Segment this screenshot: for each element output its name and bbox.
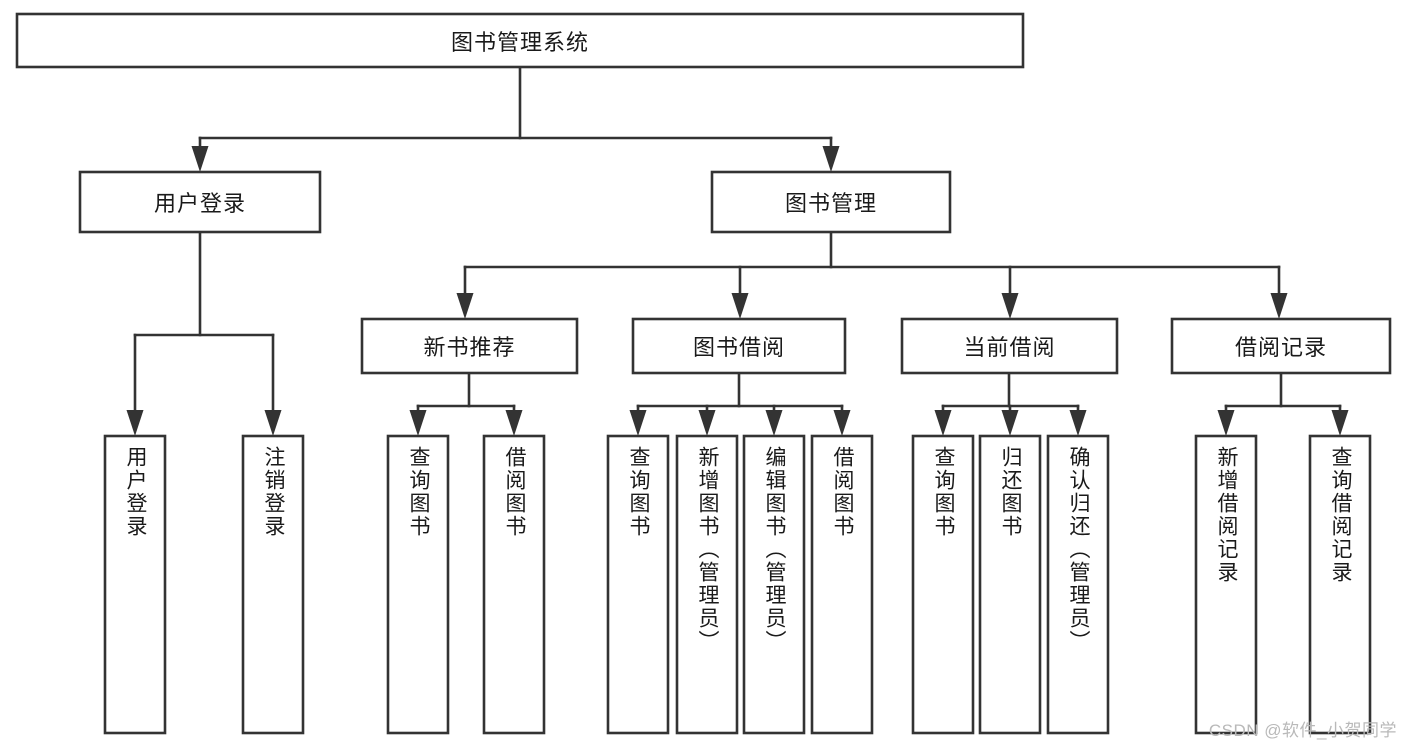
connector-borrow-to-leaves xyxy=(629,371,851,436)
node-box-leaf-query-book-current[interactable] xyxy=(911,434,975,735)
node-box-leaf-query-borrow-record[interactable] xyxy=(1308,434,1372,735)
arrow-head-3 xyxy=(833,410,851,436)
node-box-leaf-query-book-rec[interactable] xyxy=(386,434,450,735)
arrow-head-0 xyxy=(1217,410,1235,436)
arrow-head-0 xyxy=(934,410,952,436)
arrow-head-2 xyxy=(1001,293,1019,319)
arrow-head-0 xyxy=(409,410,427,436)
node-box-leaf-logout-login[interactable] xyxy=(241,434,305,735)
connector-current-to-leaves xyxy=(934,371,1087,436)
arrow-head-1 xyxy=(822,146,840,172)
arrow-head-0 xyxy=(191,146,209,172)
node-box-book-manage[interactable] xyxy=(710,170,952,234)
arrow-head-1 xyxy=(1001,410,1019,436)
node-box-leaf-query-book-borrow[interactable] xyxy=(606,434,670,735)
node-box-leaf-user-login[interactable] xyxy=(103,434,167,735)
node-box-leaf-borrow-book-rec[interactable] xyxy=(482,434,546,735)
connector-recommend-to-leaves xyxy=(409,371,523,436)
connector-root-to-level2 xyxy=(191,65,840,172)
node-box-leaf-confirm-return[interactable] xyxy=(1046,434,1110,735)
node-box-new-book-recommend[interactable] xyxy=(360,317,579,375)
node-box-leaf-edit-book[interactable] xyxy=(742,434,806,735)
arrow-head-1 xyxy=(264,410,282,436)
node-box-borrow-record[interactable] xyxy=(1170,317,1392,375)
arrow-head-1 xyxy=(505,410,523,436)
arrow-head-1 xyxy=(698,410,716,436)
node-box-leaf-borrow-book[interactable] xyxy=(810,434,874,735)
arrow-head-2 xyxy=(765,410,783,436)
node-box-leaf-return-book[interactable] xyxy=(978,434,1042,735)
node-box-book-borrow[interactable] xyxy=(631,317,847,375)
connector-bookmanage-to-level3 xyxy=(456,230,1288,319)
connector-record-to-leaves xyxy=(1217,371,1349,436)
node-box-current-borrow[interactable] xyxy=(900,317,1119,375)
node-box-user-login[interactable] xyxy=(78,170,322,234)
arrow-head-3 xyxy=(1270,293,1288,319)
arrow-head-0 xyxy=(629,410,647,436)
node-box-root[interactable] xyxy=(15,12,1025,69)
connector-userlogin-to-leaves xyxy=(126,230,282,436)
arrow-head-0 xyxy=(456,293,474,319)
arrow-head-1 xyxy=(731,293,749,319)
node-box-leaf-add-book[interactable] xyxy=(675,434,739,735)
arrow-head-1 xyxy=(1331,410,1349,436)
arrow-head-0 xyxy=(126,410,144,436)
node-box-leaf-add-borrow-record[interactable] xyxy=(1194,434,1258,735)
arrow-head-2 xyxy=(1069,410,1087,436)
